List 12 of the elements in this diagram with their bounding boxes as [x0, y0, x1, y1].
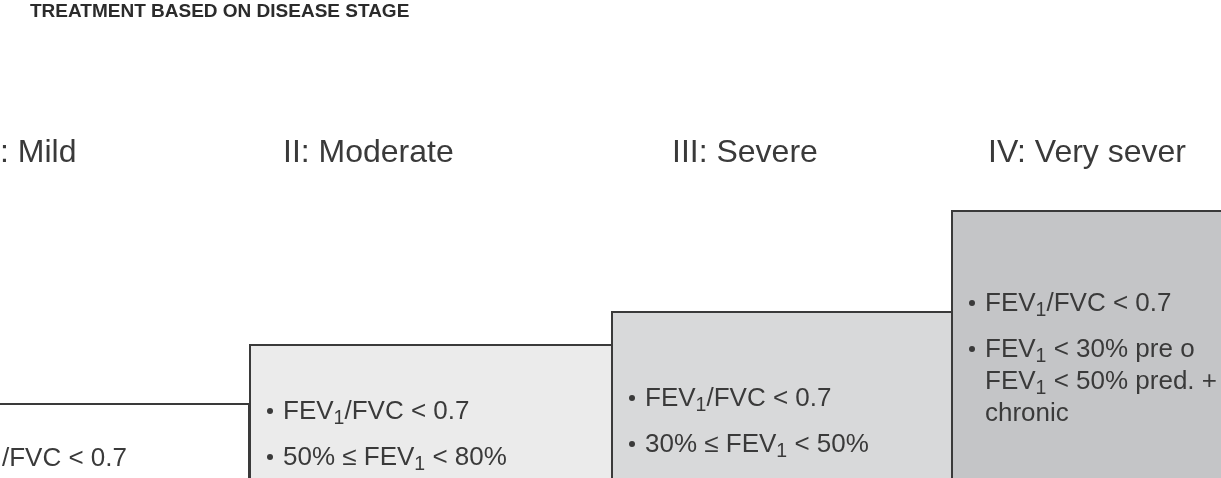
- stage-heading: III: Severe: [672, 132, 818, 170]
- diagram-title: TREATMENT BASED ON DISEASE STAGE: [30, 0, 410, 22]
- criterion-text: FEV$_{1}$ < 30% pre o FEV$_{1}$ < 50% pred. + chronic: [985, 332, 1218, 428]
- stage-heading: IV: Very sever: [988, 132, 1186, 170]
- stage-heading: : Mild: [0, 132, 77, 170]
- criterion-text: FEV$_{1}$/FVC < 0.7: [283, 394, 470, 426]
- criterion-text: FEV$_{1}$/FVC < 0.7: [645, 381, 832, 413]
- criterion-text: 50% ≤ FEV$_{1}$ < 80%: [283, 440, 507, 472]
- stage-heading: II: Moderate: [283, 132, 454, 170]
- criterion-text: /FVC < 0.7: [2, 441, 127, 473]
- criterion-text: 30% ≤ FEV$_{1}$ < 50%: [645, 427, 869, 459]
- criterion-text: FEV$_{1}$/FVC < 0.7: [985, 286, 1172, 318]
